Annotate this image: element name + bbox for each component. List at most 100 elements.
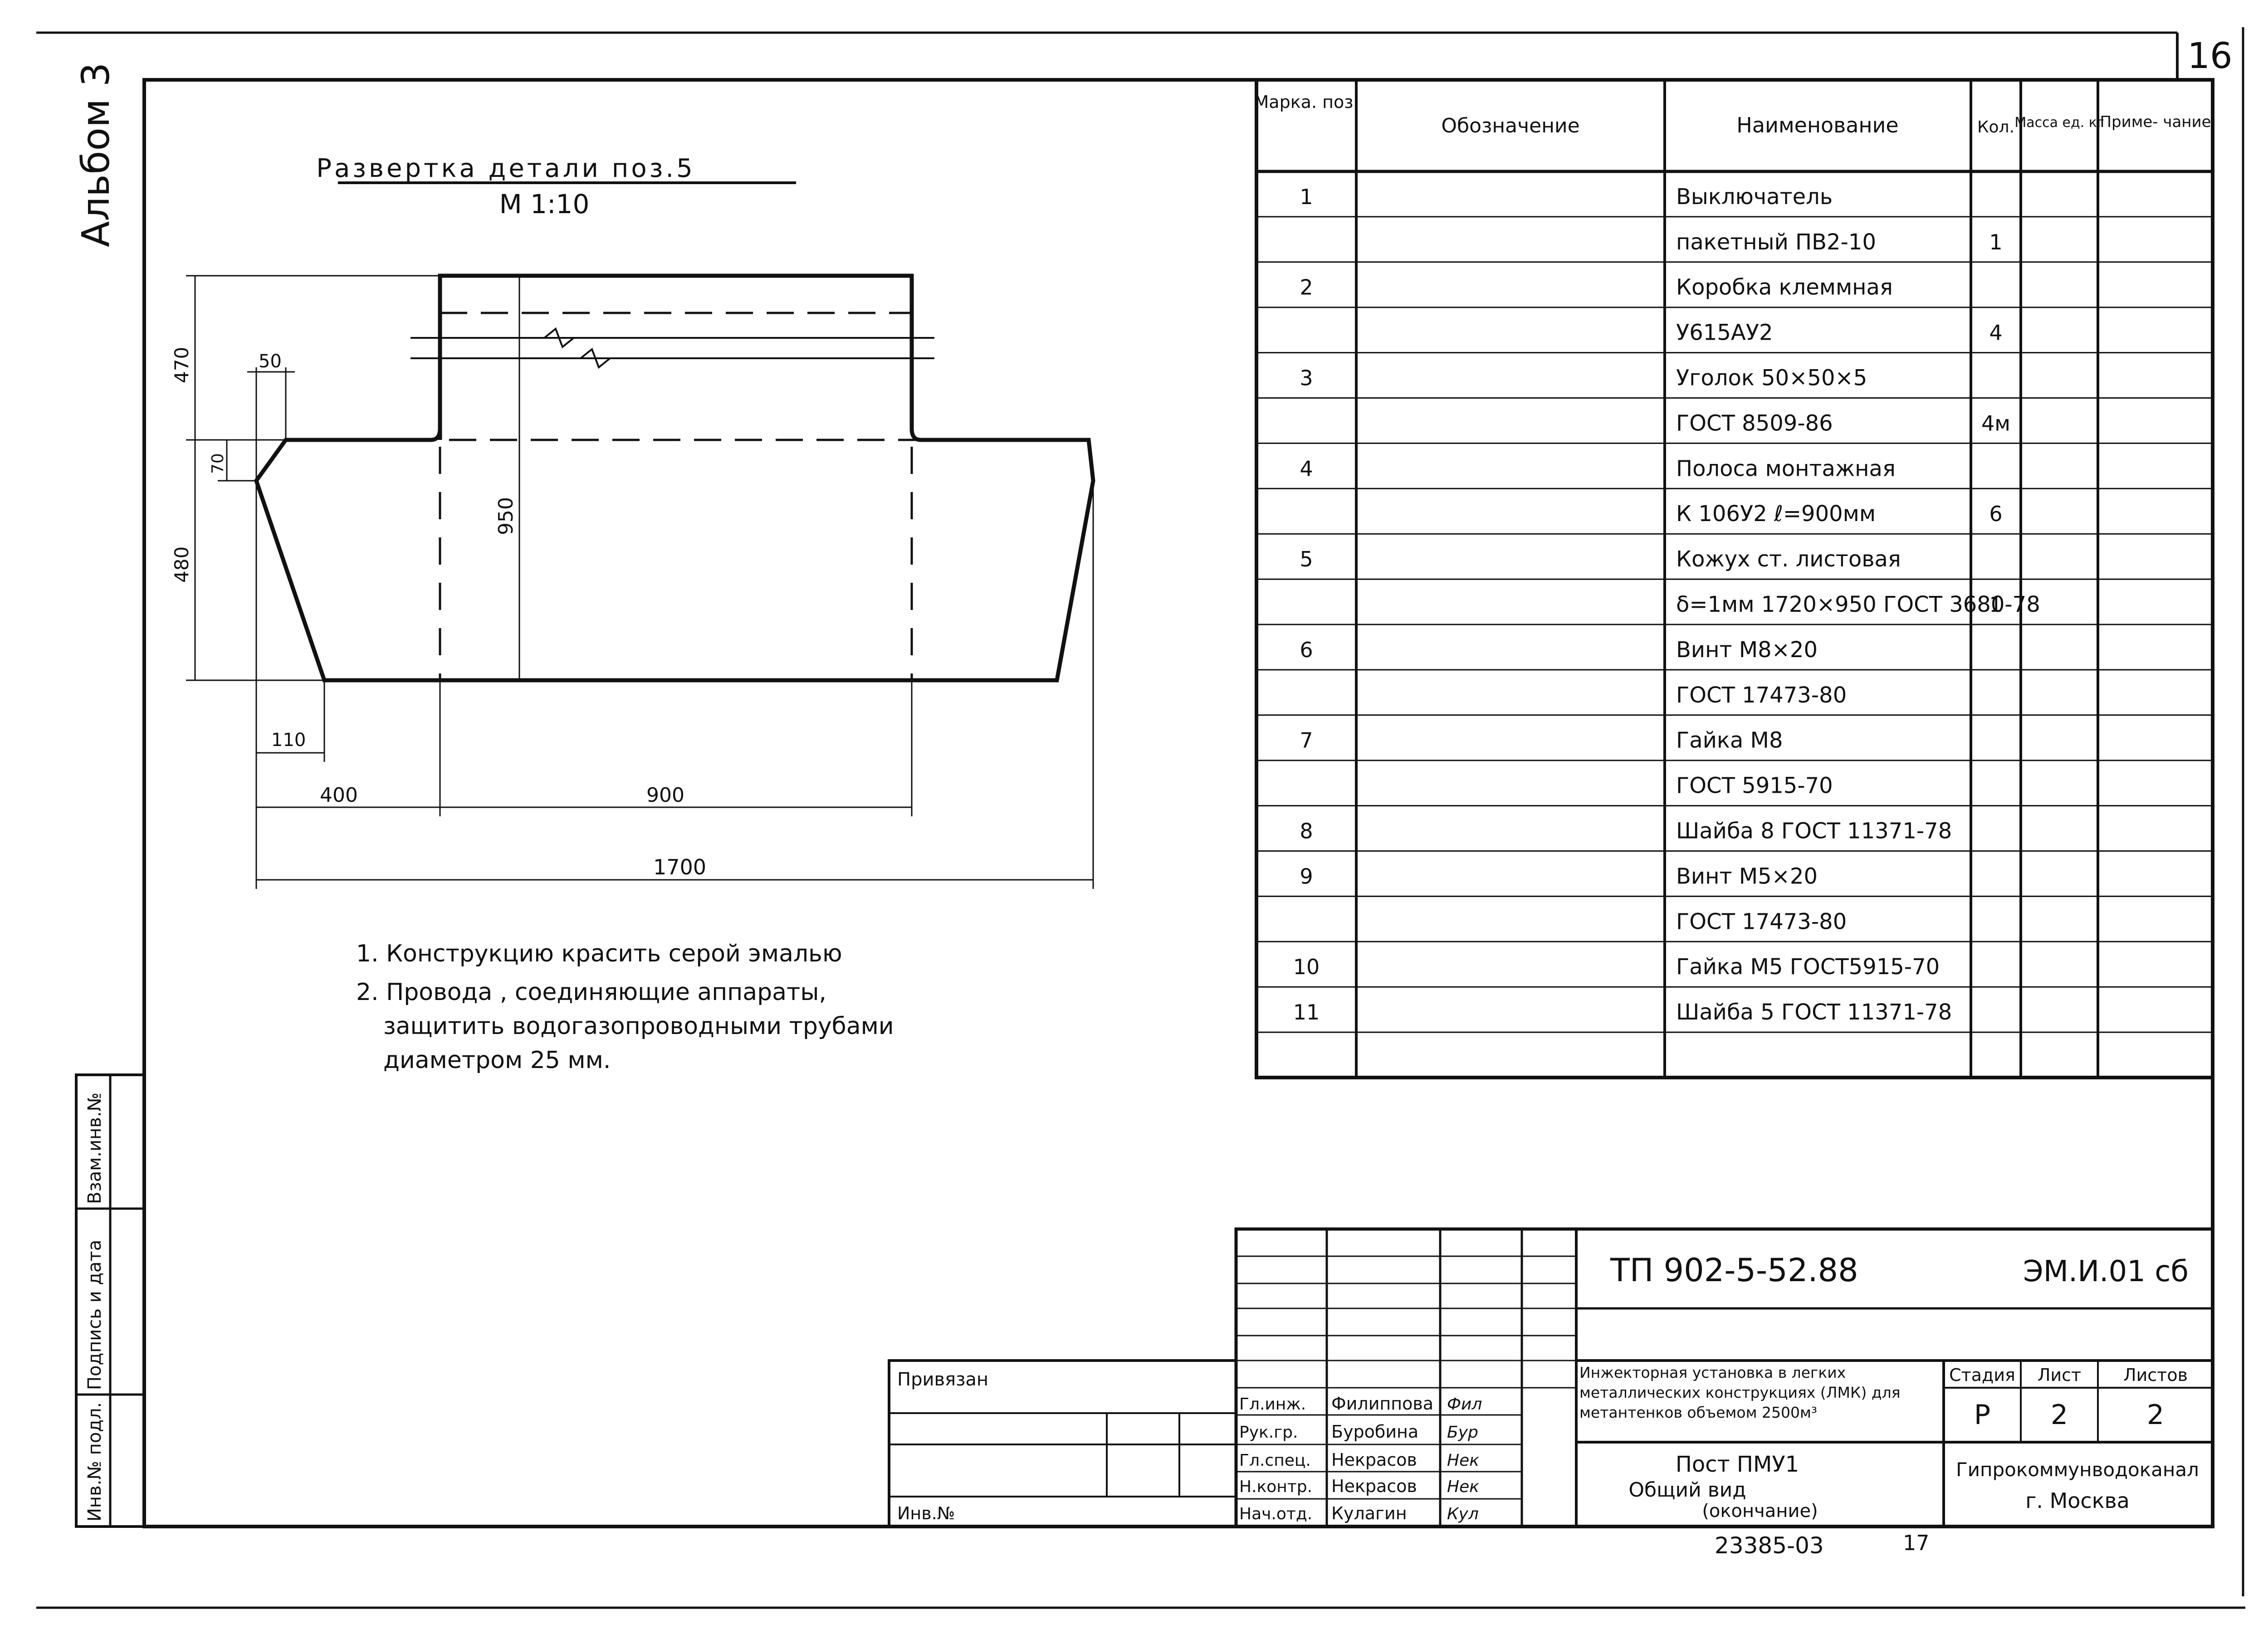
organization-city: г. Москва — [2025, 1488, 2130, 1513]
spec-row-qty: 4 — [1989, 321, 2002, 345]
drawing-name-2: Общий вид — [1628, 1478, 1746, 1502]
project-name-line: металлических конструкциях (ЛМК) для — [1579, 1384, 1901, 1401]
role-signature: Нек — [1447, 1451, 1479, 1470]
spec-row-name: δ=1мм 1720×950 ГОСТ 3680-78 — [1676, 592, 2040, 617]
spec-row-mark: 2 — [1300, 275, 1313, 300]
part-outline — [254, 273, 1095, 683]
spec-row-name: Гайка М8 — [1676, 728, 1783, 753]
album-label: Альбом 3 — [73, 63, 118, 247]
stamp-inv-podl: Инв.№ подл. — [84, 1402, 105, 1522]
role-title: Нач.отд. — [1239, 1505, 1312, 1523]
spec-row-name: Кожух ст. листовая — [1676, 546, 1901, 572]
spec-row-name: ГОСТ 17473-80 — [1676, 683, 1847, 708]
organization-name: Гипрокоммунводоканал — [1956, 1458, 2199, 1481]
spec-row-mark: 4 — [1300, 456, 1313, 481]
header-mass: Масса ед. кг — [2014, 115, 2104, 131]
role-title: Гл.инж. — [1239, 1395, 1306, 1414]
role-person: Некрасов — [1331, 1476, 1417, 1496]
project-name: Инжекторная установка в легких металличес… — [1579, 1364, 1901, 1421]
sheets-label: Листов — [2123, 1365, 2188, 1385]
sheet-label: Лист — [2038, 1365, 2081, 1385]
drawing-title: Развертка детали поз.5 — [316, 154, 695, 183]
spec-row-name: ГОСТ 17473-80 — [1676, 909, 1847, 934]
spec-row-name: Полоса монтажная — [1676, 456, 1896, 481]
page-number-box: 16 — [2176, 33, 2233, 80]
spec-row-mark: 5 — [1300, 547, 1313, 571]
spec-rows: 1 Выключатель пакетный ПВ2-10 1 2 Коробка кле… — [1256, 184, 2213, 1033]
note-1: 1. Конструкцию красить серой эмалью — [356, 940, 842, 967]
break-mark-2 — [580, 347, 611, 369]
spec-row-name: Гайка М5 ГОСТ5915-70 — [1676, 954, 1940, 980]
drawing-name-1: Пост ПМУ1 — [1676, 1452, 1799, 1477]
header-qty: Кол. — [1977, 118, 2014, 137]
role-person: Кулагин — [1331, 1503, 1407, 1523]
spec-row-name: Винт М8×20 — [1676, 637, 1818, 663]
header-name: Наименование — [1736, 113, 1898, 137]
role-signature: Фил — [1447, 1395, 1482, 1414]
spec-row-name: Шайба 5 ГОСТ 11371-78 — [1676, 1000, 1952, 1025]
dim-50: 50 — [259, 351, 282, 372]
role-title: Рук.гр. — [1239, 1423, 1298, 1442]
privyazan-label: Привязан — [897, 1369, 988, 1390]
sheet-code: ЭМ.И.01 сб — [2023, 1255, 2189, 1288]
dim-400: 400 — [320, 784, 358, 807]
spec-row-qty: 4м — [1981, 411, 2010, 435]
spec-row-name: Шайба 8 ГОСТ 11371-78 — [1676, 819, 1952, 844]
header-designation: Обозначение — [1441, 114, 1579, 137]
project-name-line: метантенков объемом 2500м³ — [1579, 1404, 1817, 1421]
drawing-scale: М 1:10 — [499, 189, 590, 219]
dim-1700: 1700 — [653, 855, 706, 879]
spec-row-qty: 1 — [1989, 592, 2002, 617]
note-2-cont: защитить водогазопроводными трубами — [383, 1013, 894, 1040]
dim-900: 900 — [646, 784, 684, 807]
part-drawing: Развертка детали поз.5 М 1:10 470 480 50… — [171, 154, 1095, 889]
bottom-number: 23385-03 — [1715, 1532, 1824, 1559]
spec-row-mark: 11 — [1293, 1000, 1320, 1024]
dim-110: 110 — [271, 730, 306, 751]
break-mark-1 — [543, 327, 575, 349]
spec-row-qty: 1 — [1989, 230, 2002, 254]
spec-row-name: Коробка клеммная — [1676, 275, 1893, 300]
spec-row-name: ГОСТ 5915-70 — [1676, 773, 1833, 799]
spec-row-mark: 9 — [1300, 864, 1313, 888]
specification-table: Марка. поз. Обозначение Наименование Кол… — [1254, 78, 2214, 1079]
role-signature: Нек — [1447, 1478, 1479, 1496]
note-2: 2. Провода , соединяющие аппараты, — [356, 979, 826, 1006]
bottom-sheet: 17 — [1903, 1531, 1930, 1555]
sheet-value: 2 — [2051, 1399, 2068, 1431]
role-title: Н.контр. — [1239, 1478, 1312, 1496]
role-title: Гл.спец. — [1239, 1451, 1311, 1470]
spec-row-name: Уголок 50×50×5 — [1676, 366, 1867, 391]
spec-row-name: Винт М5×20 — [1676, 863, 1818, 889]
role-person: Некрасов — [1331, 1450, 1417, 1470]
role-person: Филиппова — [1331, 1394, 1433, 1414]
spec-row-mark: 3 — [1300, 366, 1313, 390]
spec-row-name: пакетный ПВ2-10 — [1676, 229, 1876, 255]
header-note: Приме- чание — [2100, 113, 2211, 131]
drawing-name-3: (окончание) — [1702, 1501, 1818, 1522]
stage-label: Стадия — [1949, 1365, 2015, 1385]
spec-row-name: К 106У2 ℓ=900мм — [1676, 501, 1876, 527]
side-stamp: Инв.№ подл. Подпись и дата Взам.инв.№ — [75, 1073, 146, 1528]
dim-950: 950 — [494, 497, 518, 535]
stamp-vzam-inv: Взам.инв.№ — [84, 1093, 105, 1204]
role-person: Буробина — [1331, 1422, 1418, 1442]
header-mark: Марка. поз. — [1254, 92, 1359, 112]
stamp-podpis-data: Подпись и дата — [84, 1240, 105, 1390]
sheets-value: 2 — [2147, 1399, 2164, 1431]
project-name-line: Инжекторная установка в легких — [1579, 1364, 1846, 1381]
doc-code: ТП 902-5-52.88 — [1610, 1252, 1858, 1289]
spec-row-mark: 6 — [1300, 638, 1313, 662]
notes: 1. Конструкцию красить серой эмалью 2. П… — [356, 940, 894, 1074]
spec-row-mark: 7 — [1300, 728, 1313, 753]
dim-480: 480 — [171, 546, 193, 583]
note-2-end: диаметром 25 мм. — [383, 1047, 611, 1074]
dim-70: 70 — [209, 453, 227, 474]
page-number: 16 — [2187, 36, 2232, 77]
spec-row-mark: 8 — [1300, 819, 1313, 844]
spec-row-name: Выключатель — [1676, 184, 1833, 210]
spec-row-name: У615АУ2 — [1676, 320, 1773, 346]
